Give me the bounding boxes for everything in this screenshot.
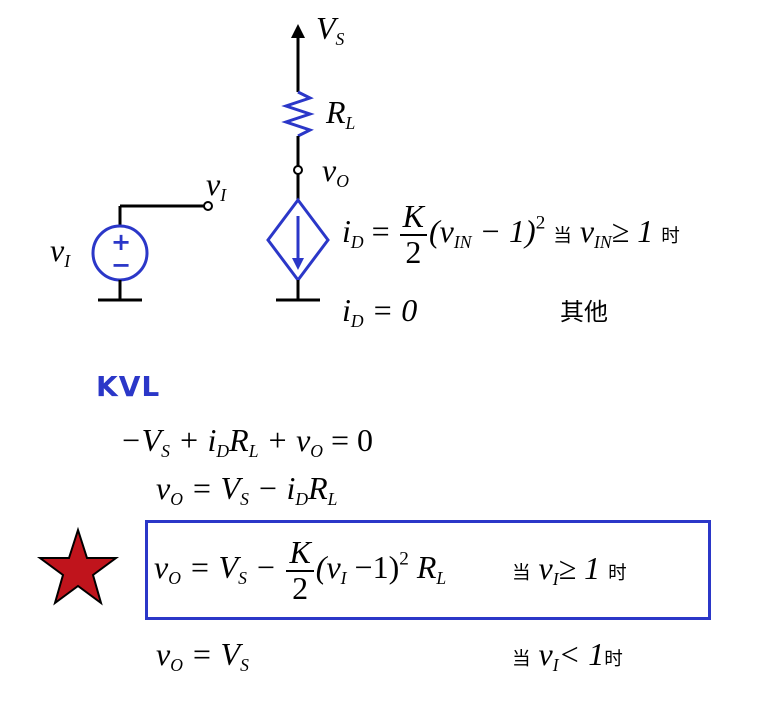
kvl2-c: − i [248, 470, 296, 506]
id-when: 当 [553, 225, 572, 247]
load-label: RL [326, 94, 355, 134]
id-zero-lhs: i [342, 292, 351, 328]
kvl3-b: = V [180, 548, 239, 585]
id-zero-equation: iD = 0 [342, 292, 417, 332]
load-label-sub: L [345, 113, 356, 134]
id-lhs-sub: D [350, 232, 364, 253]
kvl1-a-sub: S [161, 441, 170, 462]
kvl3-a-sub: O [168, 568, 181, 589]
supply-label-sub: S [335, 29, 345, 50]
star-icon [36, 526, 120, 606]
input-node-label-main: v [206, 166, 221, 202]
result-box [145, 520, 711, 620]
kvl3-when-end: 时 [608, 563, 627, 584]
kvl4-cond-sub: I [552, 655, 559, 676]
id-zero-lhs-sub: D [350, 311, 364, 332]
output-label-main: v [322, 152, 337, 188]
output-label-sub: O [336, 171, 349, 192]
kvl3-b-sub: S [238, 568, 247, 589]
kvl3-d-sub: I [340, 568, 347, 589]
id-when-end: 时 [661, 225, 680, 247]
kvl1-c-sub: L [248, 441, 259, 462]
source-label-sub: I [64, 251, 71, 272]
kvl1-b: + i [169, 422, 217, 458]
id-exp: 2 [535, 212, 546, 234]
id-paren: (v [429, 212, 454, 249]
kvl4-b-sub: S [240, 655, 249, 676]
kvl3-cond-sub: I [552, 569, 559, 590]
output-label: vO [322, 152, 349, 192]
id-lhs: i [342, 212, 351, 249]
kvl3-f-sub: L [436, 568, 447, 589]
kvl1-e: = 0 [323, 422, 374, 458]
id-equals: = [363, 212, 398, 249]
kvl3-f: R [408, 548, 437, 585]
kvl2-a-sub: O [170, 489, 183, 510]
kvl3-frac-den: 2 [292, 569, 309, 606]
kvl1-d: + v [258, 422, 311, 458]
source-label-main: v [50, 232, 65, 268]
kvl1-b-sub: D [216, 441, 230, 462]
source-minus-sign: − [111, 251, 132, 279]
supply-arrow [291, 24, 305, 38]
kvl4-cond-v: v [538, 636, 553, 672]
input-node [203, 201, 213, 211]
id-cond-sub: IN [594, 232, 612, 253]
id-zero-rhs: = 0 [363, 292, 418, 328]
kvl-line-4: vO = VS [156, 636, 249, 676]
kvl4-b: = V [182, 636, 241, 672]
kvl4-when: 当 [512, 649, 531, 670]
supply-label: VS [316, 10, 344, 50]
id-frac-num: K [399, 199, 427, 236]
id-cond-rel: ≥ 1 [611, 212, 654, 249]
input-node-label-sub: I [220, 185, 227, 206]
kvl4-cond-rel: < 1 [558, 636, 605, 672]
id-cond-v: v [579, 212, 595, 249]
kvl-line-1: −VS + iDRL + vO = 0 [120, 422, 373, 462]
id-frac-den: 2 [405, 233, 422, 270]
kvl4-when-end: 时 [604, 649, 623, 670]
kvl2-a: v [156, 470, 171, 506]
kvl3-cond-rel: ≥ 1 [558, 550, 601, 586]
supply-label-main: V [316, 10, 336, 46]
kvl3-d: (v [315, 548, 341, 585]
kvl2-b-sub: S [240, 489, 249, 510]
source-label: vI [50, 232, 70, 272]
kvl3-cond-v: v [538, 550, 553, 586]
current-arrow-head [292, 258, 304, 270]
kvl-line-4-condition: 当 vI< 1时 [512, 636, 623, 676]
kvl1-d-sub: O [310, 441, 323, 462]
kvl2-d: R [308, 470, 328, 506]
kvl4-a-sub: O [170, 655, 183, 676]
kvl4-a: v [156, 636, 171, 672]
kvl3-when: 当 [512, 563, 531, 584]
kvl2-c-sub: D [295, 489, 309, 510]
id-zero-condition: 其他 [560, 298, 608, 326]
kvl2-d-sub: L [327, 489, 338, 510]
input-node-label: vI [206, 166, 226, 206]
load-resistor [281, 90, 315, 138]
output-node [293, 165, 303, 175]
kvl-line-3-condition: 当 vI≥ 1 时 [512, 550, 627, 590]
id-paren-tail: − 1) [471, 212, 536, 249]
kvl3-e-sup: 2 [399, 548, 409, 570]
source-plus-sign: + [111, 228, 132, 256]
kvl3-e: −1) [346, 548, 400, 585]
kvl3-a: v [154, 548, 169, 585]
kvl2-b: = V [182, 470, 241, 506]
kvl3-frac-num: K [286, 535, 314, 572]
kvl1-c: R [229, 422, 249, 458]
id-paren-sub: IN [453, 232, 472, 253]
kvl3-c: − [246, 548, 285, 585]
load-label-main: R [326, 94, 346, 130]
kvl-heading: KVL [96, 370, 161, 403]
kvl1-a: −V [120, 422, 162, 458]
kvl-line-2: vO = VS − iDRL [156, 470, 337, 510]
